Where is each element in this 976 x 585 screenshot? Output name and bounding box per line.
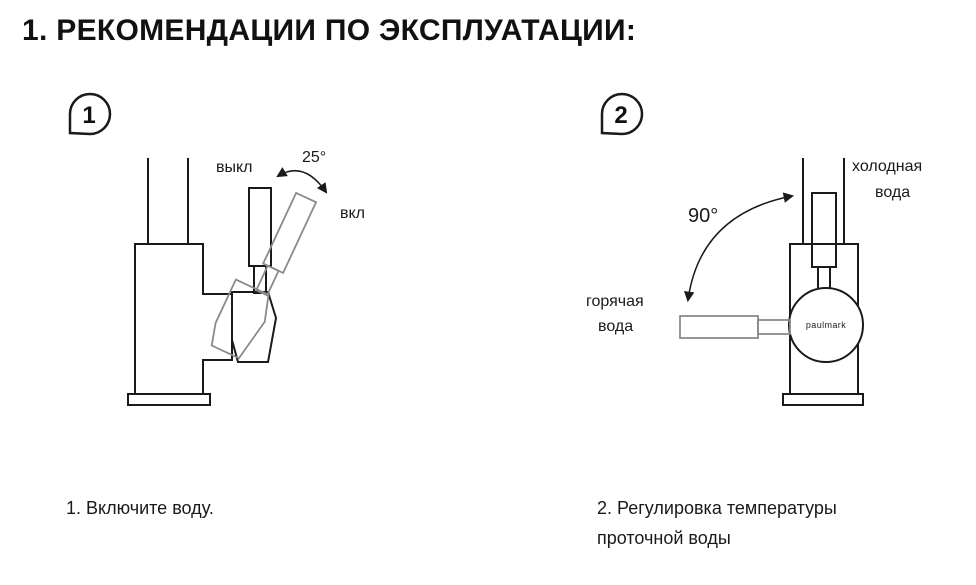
brand-logo: paulmark <box>806 320 846 330</box>
angle-label-90: 90° <box>688 205 718 227</box>
handle-hot <box>679 315 791 339</box>
label-cold-line1: холодная <box>852 158 922 175</box>
label-hot-line2: вода <box>598 318 633 335</box>
angle-label-25: 25° <box>302 149 326 166</box>
handle-on-rotated <box>210 191 318 360</box>
handle-cold-grip <box>811 192 837 268</box>
step-2-badge: 2 <box>600 92 644 136</box>
faucet-front-view <box>782 158 864 406</box>
label-on: вкл <box>340 205 365 222</box>
handle-hot-grip <box>679 315 759 339</box>
handle-on-cartridge <box>210 278 270 360</box>
step-1-caption: 1. Включите воду. <box>66 493 214 523</box>
handle-hot-stem <box>757 319 791 335</box>
handle-off-stem <box>253 265 267 294</box>
faucet-side-view <box>127 158 278 406</box>
handle-on-stem <box>255 264 280 297</box>
page-title: 1. РЕКОМЕНДАЦИИ ПО ЭКСПЛУАТАЦИИ: <box>22 14 637 47</box>
faucet-base <box>127 393 211 406</box>
lever-cartridge <box>231 291 278 363</box>
step-2-number: 2 <box>614 102 627 129</box>
step-2-caption: 2. Регулировка температуры проточной вод… <box>597 493 957 553</box>
label-off: выкл <box>216 159 253 176</box>
step-1-caption-line: 1. Включите воду. <box>66 498 214 518</box>
faucet-base-front <box>782 393 864 406</box>
step-2-caption-line-1: 2. Регулировка температуры <box>597 498 837 518</box>
label-cold-line2: вода <box>875 184 910 201</box>
step-2-caption-line-2: проточной воды <box>597 528 731 548</box>
label-hot-line1: горячая <box>586 293 644 310</box>
rotation-arrow-90 <box>683 192 795 303</box>
cartridge-disc <box>788 287 864 363</box>
step-badge-shape <box>68 92 112 136</box>
step-badge-shape <box>600 92 644 136</box>
rotation-arrow-25 <box>276 167 328 194</box>
step-1-number: 1 <box>82 102 95 129</box>
step-1-badge: 1 <box>68 92 112 136</box>
